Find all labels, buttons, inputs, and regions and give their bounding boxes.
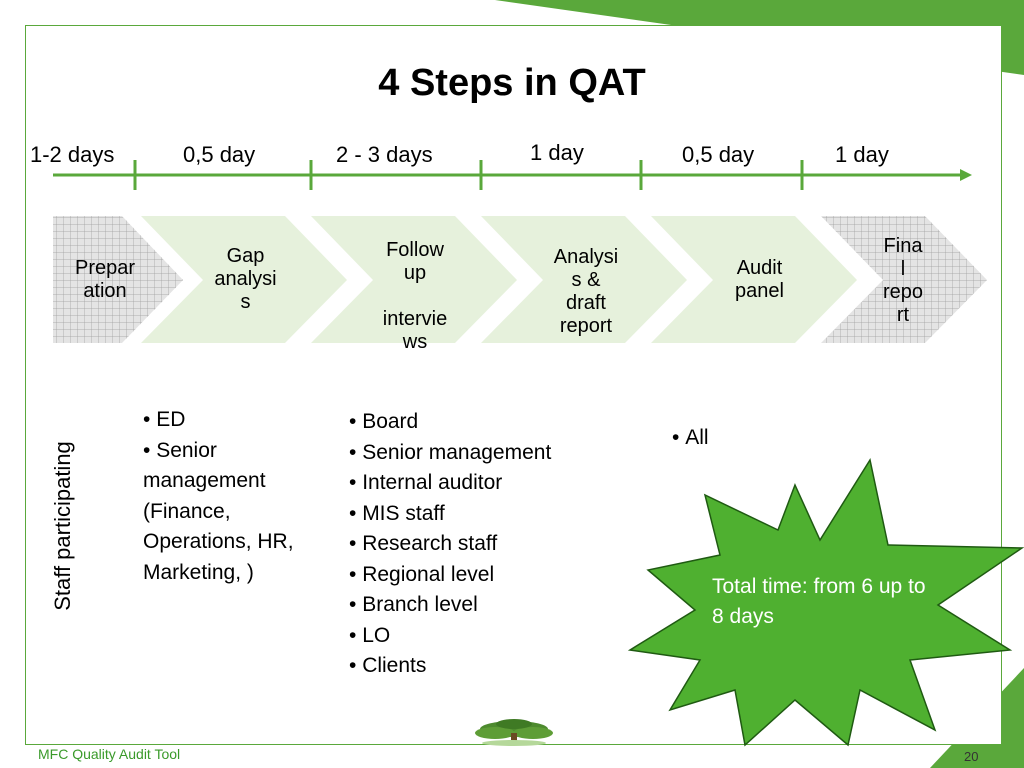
list-item: All	[672, 423, 792, 454]
chevron-audit-panel	[651, 216, 857, 343]
duration-gap-analysis: 0,5 day	[183, 142, 256, 167]
list-item: Clients	[349, 651, 564, 682]
list-item: Senior management (Finance, Operations, …	[143, 436, 328, 589]
duration-follow-up: 2 - 3 days	[336, 142, 433, 167]
staff-list-audit-panel: All	[672, 423, 792, 454]
staff-list-follow-up: Board Senior management Internal auditor…	[349, 407, 564, 682]
list-item: Regional level	[349, 560, 564, 591]
staff-list-gap-analysis: ED Senior management (Finance, Operation…	[143, 405, 328, 588]
list-item: Internal auditor	[349, 468, 564, 499]
list-item: MIS staff	[349, 499, 564, 530]
page-number: 20	[964, 749, 979, 764]
duration-final-report: 1 day	[835, 142, 889, 167]
list-item: ED	[143, 405, 328, 436]
chevron-analysis	[481, 216, 687, 343]
list-item: LO	[349, 621, 564, 652]
chevron-preparation	[53, 216, 183, 343]
duration-analysis: 1 day	[530, 140, 584, 165]
total-time-text: Total time: from 6 up to 8 days	[712, 575, 926, 628]
footer-text: MFC Quality Audit Tool	[38, 746, 181, 762]
chevron-gap-analysis	[141, 216, 347, 343]
step-gap-analysis: Gap analysi s	[214, 245, 277, 313]
chevron-final-report	[821, 216, 987, 343]
list-item: Senior management	[349, 438, 564, 469]
list-item: Research staff	[349, 529, 564, 560]
list-item: Board	[349, 407, 564, 438]
duration-audit-panel: 0,5 day	[682, 142, 755, 167]
slide-title: 4 Steps in QAT	[378, 62, 646, 104]
list-item: Branch level	[349, 590, 564, 621]
step-preparation: Prepar ation	[74, 256, 136, 302]
duration-preparation: 1-2 days	[30, 142, 115, 167]
step-audit-panel: Audit panel	[735, 256, 784, 302]
tree-logo	[475, 719, 553, 746]
step-follow-up: Follow up intervie ws	[382, 238, 448, 353]
step-final-report: Fina l repo rt	[882, 235, 924, 326]
chevron-follow-up	[311, 216, 517, 343]
step-analysis: Analysi s & draft report	[553, 246, 619, 337]
